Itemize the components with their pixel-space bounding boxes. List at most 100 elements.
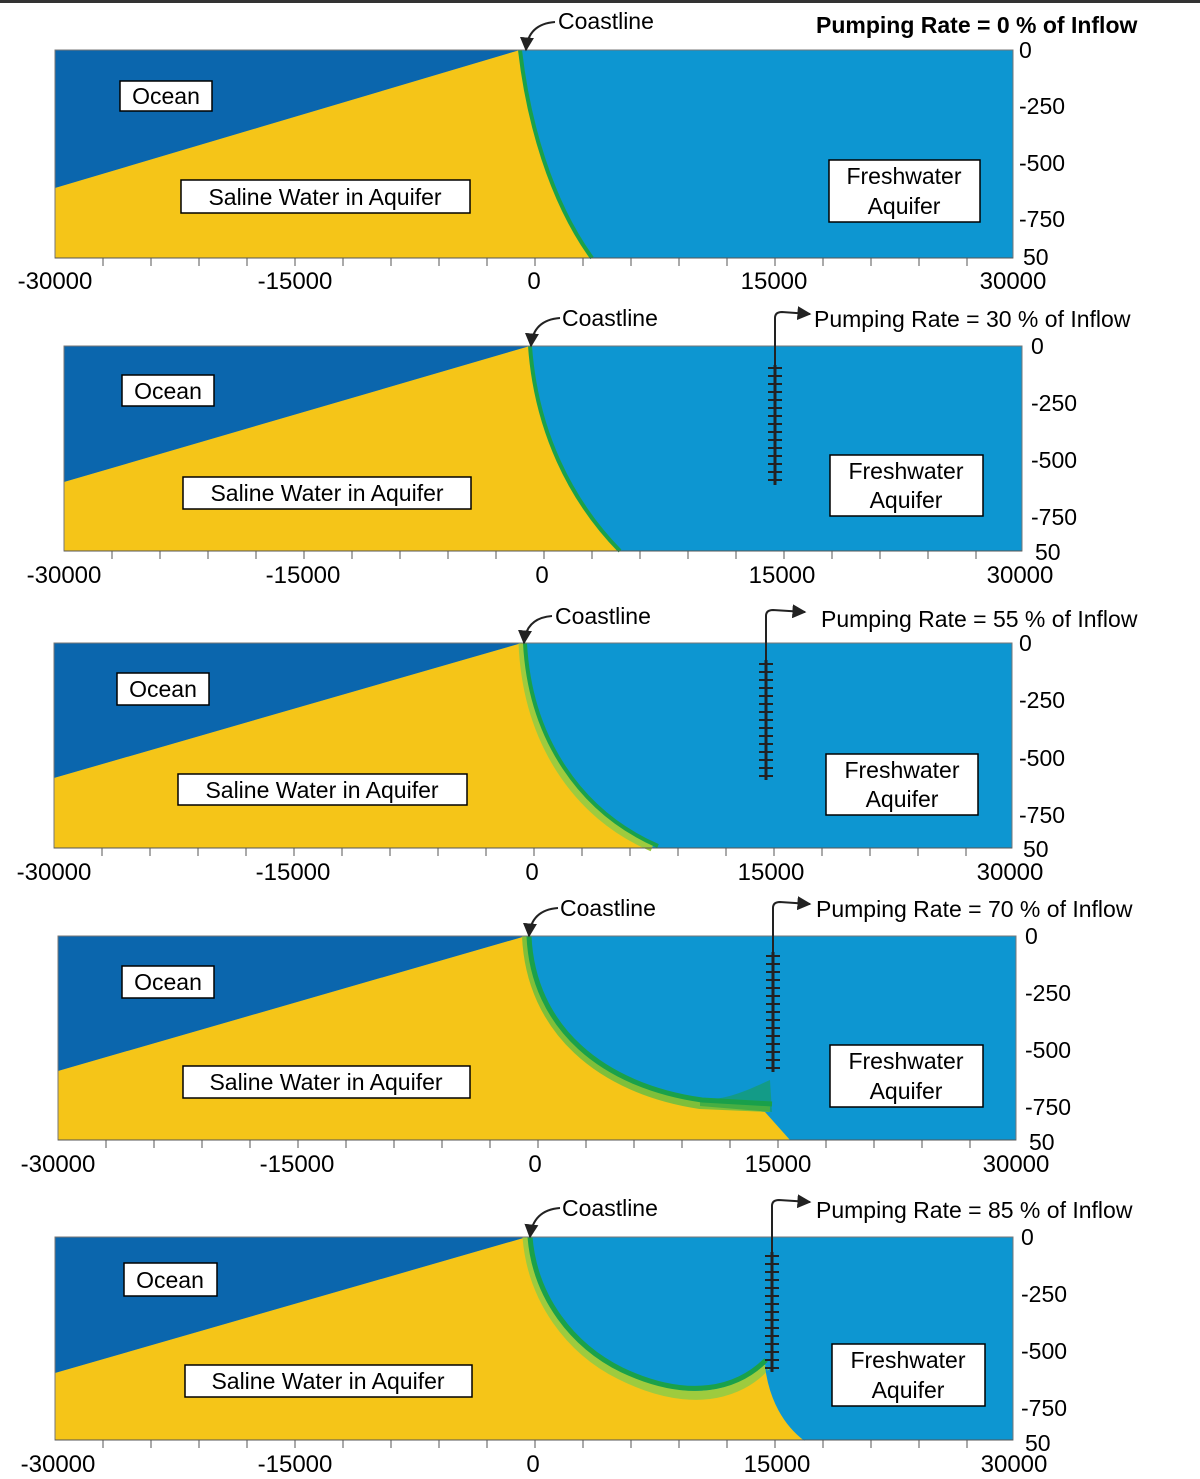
ocean-label: Ocean [134, 378, 202, 404]
coastline-label: Coastline [562, 305, 658, 331]
panel-4: Ocean Saline Water in Aquifer Freshwater… [21, 1194, 1133, 1478]
pumping-well [765, 1252, 779, 1372]
y-tick-label: 0 [1019, 37, 1032, 63]
freshwater-label-box: Freshwater Aquifer [829, 1044, 984, 1108]
transition-zone [522, 935, 771, 1112]
y-tick-label: 50 [1023, 836, 1049, 862]
x-tick-label: 30000 [987, 562, 1054, 589]
x-tick-labels: -30000 -15000 0 15000 30000 [27, 562, 1054, 589]
panel-3: Ocean Saline Water in Aquifer Freshwater… [21, 895, 1133, 1178]
x-tick-label: -30000 [27, 562, 102, 589]
y-tick-label: -750 [1025, 1094, 1071, 1120]
y-tick-label: -750 [1021, 1395, 1067, 1421]
x-tick-label: -15000 [256, 859, 331, 886]
saline-label-box: Saline Water in Aquifer [182, 476, 472, 510]
pumping-rate-label: Pumping Rate = 55 % of Inflow [821, 606, 1138, 632]
ocean-label-box: Ocean [121, 374, 215, 407]
pumping-well [766, 952, 780, 1072]
x-tick-label: -15000 [266, 562, 341, 589]
coastline-label: Coastline [558, 8, 654, 34]
panel-1: Ocean Saline Water in Aquifer Freshwater… [27, 305, 1131, 589]
y-tick-label: -750 [1019, 206, 1065, 232]
ocean-label: Ocean [129, 676, 197, 702]
x-tick-label: 0 [535, 562, 548, 589]
x-tick-label: -15000 [260, 1151, 335, 1178]
x-tick-label: 0 [525, 859, 538, 886]
x-tick-labels: -30000 -15000 0 15000 30000 [21, 1151, 1050, 1178]
x-tick-label: 30000 [980, 268, 1047, 295]
y-tick-label: 50 [1029, 1129, 1055, 1155]
coastline-label: Coastline [562, 1195, 658, 1221]
x-tick-labels: -30000 -15000 0 15000 30000 [18, 268, 1047, 295]
pumping-arrow [765, 604, 807, 660]
pumping-well [768, 365, 782, 485]
mixing-zone [523, 642, 659, 848]
x-tick-label: 30000 [983, 1151, 1050, 1178]
y-tick-labels: 0 -250 -500 -750 50 [1019, 630, 1065, 862]
y-tick-label: 50 [1023, 244, 1049, 270]
pumping-arrow [772, 896, 812, 952]
freshwater-label-box: Freshwater Aquifer [829, 454, 984, 517]
y-tick-label: -500 [1025, 1037, 1071, 1063]
x-tick-labels: -30000 -15000 0 15000 30000 [21, 1451, 1048, 1478]
coastline-label: Coastline [560, 895, 656, 921]
saline-label-box: Saline Water in Aquifer [184, 1364, 473, 1398]
saline-label: Saline Water in Aquifer [210, 480, 443, 506]
x-tick-label: -15000 [258, 1451, 333, 1478]
y-tick-label: 50 [1035, 539, 1061, 565]
x-tick-label: -30000 [17, 859, 92, 886]
y-tick-label: -750 [1019, 802, 1065, 828]
panel-2: Ocean Saline Water in Aquifer Freshwater… [17, 603, 1138, 886]
freshwater-label-line1: Freshwater [844, 757, 959, 783]
pumping-rate-label: Pumping Rate = 30 % of Inflow [814, 306, 1131, 332]
x-tick-label: 0 [528, 1151, 541, 1178]
pumping-arrow [774, 306, 812, 365]
freshwater-label-line2: Aquifer [870, 487, 943, 513]
transition-zone [518, 642, 654, 852]
y-tick-label: -250 [1031, 390, 1077, 416]
y-tick-label: -500 [1019, 745, 1065, 771]
x-tick-label: -30000 [18, 268, 93, 295]
x-axis [54, 847, 1012, 856]
ocean-label-box: Ocean [119, 80, 213, 112]
pumping-rate-label: Pumping Rate = 0 % of Inflow [816, 12, 1137, 38]
x-tick-label: 15000 [745, 1151, 812, 1178]
saline-label: Saline Water in Aquifer [211, 1368, 444, 1394]
y-tick-labels: 0 -250 -500 -750 50 [1031, 333, 1077, 565]
x-axis [55, 1439, 1013, 1448]
saline-label: Saline Water in Aquifer [208, 184, 441, 210]
y-tick-label: -250 [1019, 687, 1065, 713]
y-tick-label: -250 [1021, 1281, 1067, 1307]
x-tick-label: 15000 [741, 268, 808, 295]
x-axis [55, 257, 1013, 266]
ocean-label: Ocean [134, 969, 202, 995]
mixing-zone [528, 345, 622, 553]
pumping-arrow [771, 1194, 812, 1252]
coastline-arrow [524, 1207, 561, 1239]
freshwater-label-line1: Freshwater [848, 1048, 963, 1074]
y-tick-label: 50 [1025, 1430, 1051, 1456]
mixing-lobe [700, 1080, 772, 1112]
x-tick-label: -30000 [21, 1451, 96, 1478]
y-tick-label: -250 [1019, 93, 1065, 119]
coastline-label: Coastline [555, 603, 651, 629]
y-tick-label: 0 [1021, 1224, 1034, 1250]
panel-0: Ocean Saline Water in Aquifer Freshwater… [18, 8, 1138, 295]
freshwater-label-line2: Aquifer [872, 1377, 945, 1403]
y-tick-label: 0 [1019, 630, 1032, 656]
mixing-zone [527, 1236, 768, 1391]
y-tick-label: -500 [1031, 447, 1077, 473]
saline-label-box: Saline Water in Aquifer [180, 179, 471, 214]
saline-label: Saline Water in Aquifer [205, 777, 438, 803]
pumping-well [759, 660, 773, 780]
x-tick-label: 15000 [744, 1451, 811, 1478]
freshwater-label-box: Freshwater Aquifer [825, 753, 979, 816]
y-tick-label: -500 [1019, 150, 1065, 176]
saline-label-box: Saline Water in Aquifer [182, 1065, 471, 1099]
saline-label-box: Saline Water in Aquifer [177, 773, 468, 806]
x-tick-labels: -30000 -15000 0 15000 30000 [17, 859, 1044, 886]
freshwater-label-line2: Aquifer [866, 786, 939, 812]
freshwater-label-box: Freshwater Aquifer [831, 1343, 986, 1407]
saline-front [765, 1365, 806, 1441]
